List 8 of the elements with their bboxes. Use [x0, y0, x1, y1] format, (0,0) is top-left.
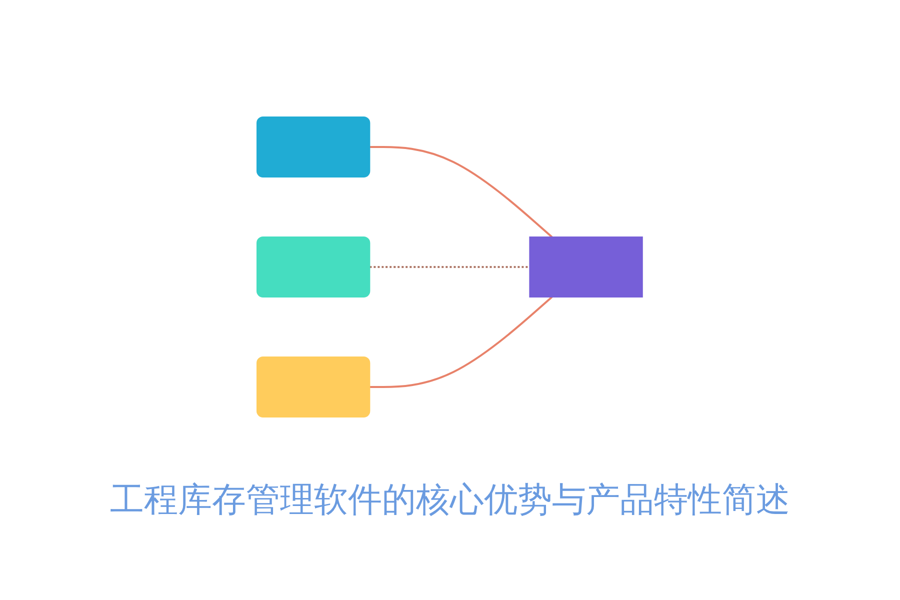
connector: [370, 146, 553, 238]
diagram-title: 工程库存管理软件的核心优势与产品特性简述: [110, 479, 790, 522]
connector: [370, 266, 530, 268]
connector: [370, 296, 553, 388]
node-box: [256, 356, 370, 418]
node-box: [530, 236, 644, 298]
node-box: [256, 116, 370, 178]
node-box: [256, 236, 370, 298]
